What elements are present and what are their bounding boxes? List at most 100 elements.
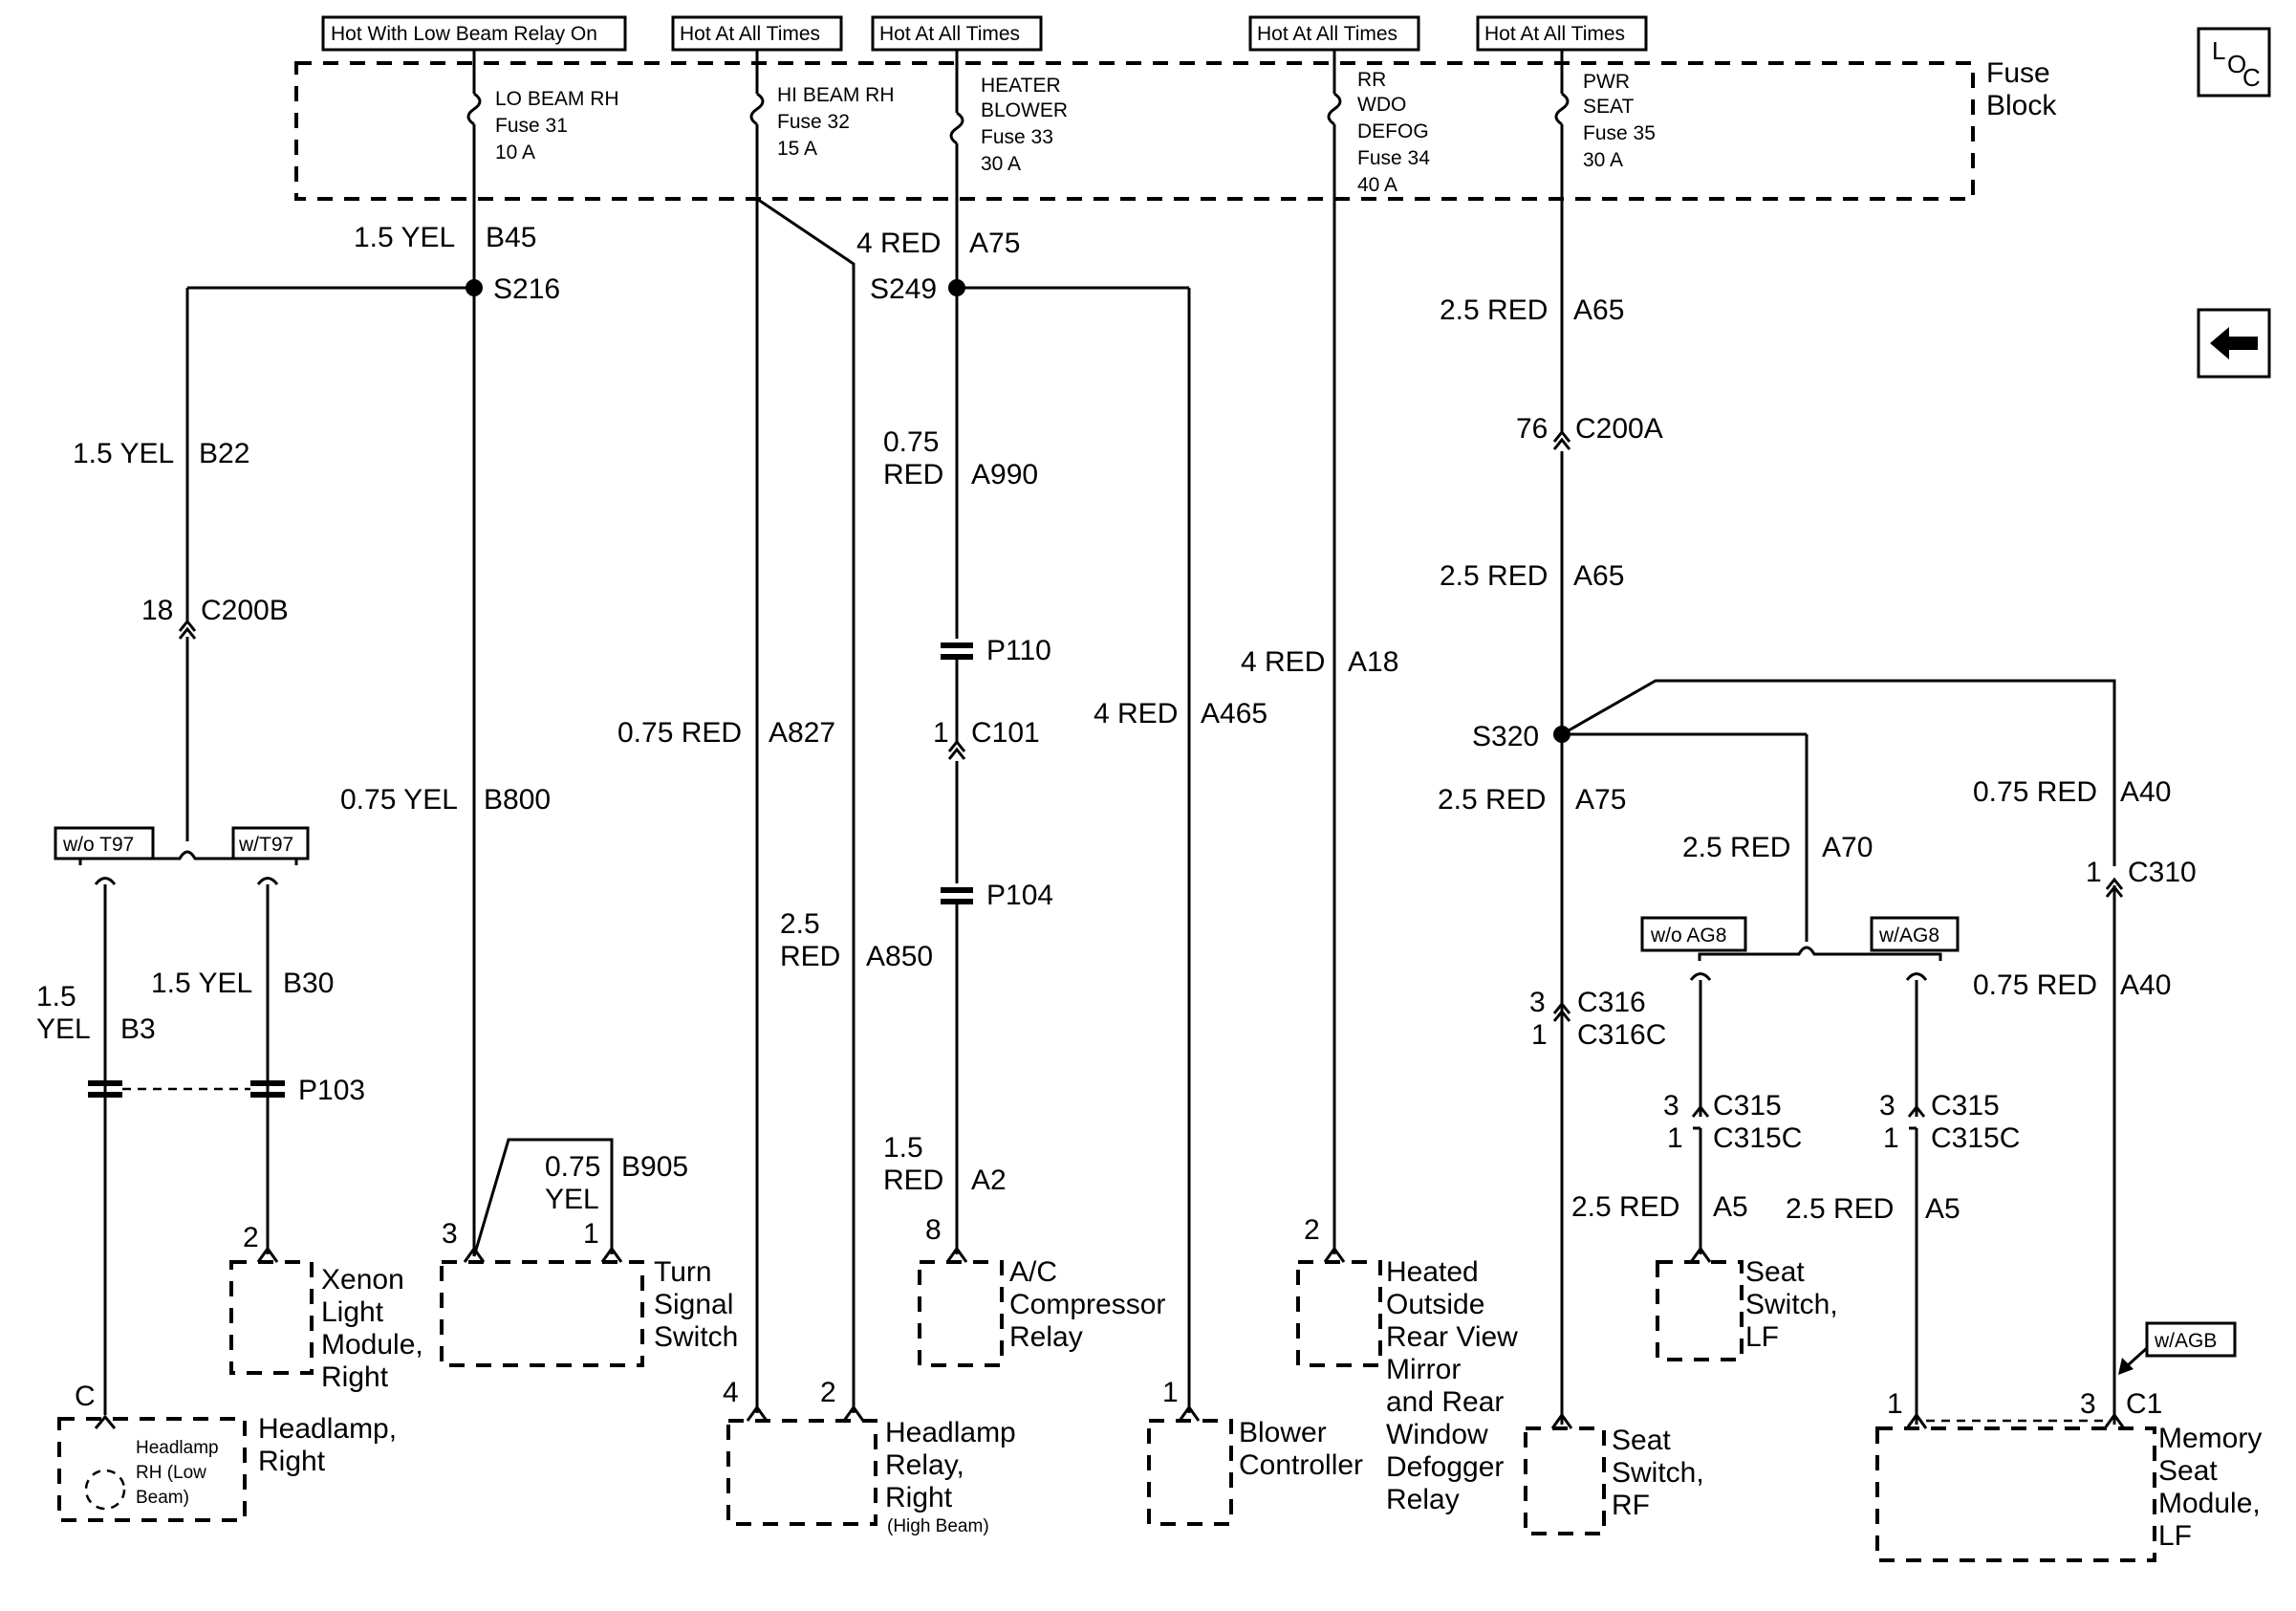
svg-text:HI BEAM RH: HI BEAM RH [777,84,895,106]
svg-text:Turn: Turn [654,1256,712,1288]
fuse-feed-wires [466,50,1570,145]
svg-text:A75: A75 [1575,784,1626,816]
svg-text:C: C [75,1381,96,1412]
svg-text:0.75 YEL: 0.75 YEL [340,784,458,816]
option-tag-w-agb: w/AGB [2145,1321,2237,1358]
svg-text:C315C: C315C [1931,1122,2020,1154]
svg-text:Hot At All Times: Hot At All Times [680,23,820,45]
fuse-35-label: PWR SEAT Fuse 35 30 A [1583,71,1656,171]
svg-text:1.5: 1.5 [36,981,76,1012]
splice-s249 [948,279,965,296]
svg-text:HEATER: HEATER [981,75,1061,97]
svg-text:A75: A75 [969,228,1020,259]
svg-text:Module,: Module, [321,1329,423,1361]
wire-label-a827: 0.75 RED A827 [617,717,835,749]
svg-text:A65: A65 [1573,294,1624,326]
svg-text:YEL: YEL [545,1184,599,1215]
pass-through-p110 [941,642,973,660]
svg-text:Beam): Beam) [136,1488,189,1508]
loc-icon[interactable]: L O C [2197,27,2271,98]
svg-text:2.5: 2.5 [780,908,820,940]
svg-text:B905: B905 [621,1151,688,1183]
svg-text:B45: B45 [486,222,536,253]
svg-text:Mirror: Mirror [1386,1354,1461,1385]
svg-text:A18: A18 [1348,646,1398,678]
svg-text:A990: A990 [971,459,1038,490]
svg-text:1.5: 1.5 [883,1132,923,1164]
svg-text:C1: C1 [2126,1388,2162,1420]
option-tag-w-t97: w/T97 [231,826,310,860]
svg-text:Fuse 35: Fuse 35 [1583,122,1656,144]
pass-through-label: P104 [986,880,1053,911]
svg-text:2.5 RED: 2.5 RED [1438,784,1546,816]
svg-text:Headlamp: Headlamp [136,1438,219,1458]
svg-text:Seat: Seat [1745,1256,1805,1288]
svg-text:10 A: 10 A [495,142,535,163]
svg-text:RR: RR [1357,69,1386,91]
svg-text:1: 1 [1883,1122,1899,1154]
option-tag-w-ag8: w/AG8 [1870,916,1960,952]
svg-text:A70: A70 [1822,832,1873,863]
fuse-32-label: HI BEAM RH Fuse 32 15 A [777,84,895,160]
svg-text:8: 8 [925,1214,942,1246]
memory-seat-module-lf: 1 Memory Seat Module, LF [1875,1388,2262,1562]
svg-text:1.5 YEL: 1.5 YEL [151,968,252,999]
svg-text:2: 2 [820,1377,836,1408]
svg-text:Relay,: Relay, [885,1449,964,1481]
svg-text:RF: RF [1612,1490,1650,1521]
svg-text:Light: Light [321,1296,384,1328]
svg-text:C: C [2242,63,2261,92]
svg-text:LF: LF [2158,1520,2192,1552]
svg-text:A2: A2 [971,1165,1007,1196]
svg-text:C315: C315 [1931,1090,2000,1121]
svg-text:Compressor: Compressor [1009,1289,1165,1320]
svg-text:4 RED: 4 RED [856,228,941,259]
svg-text:A40: A40 [2120,969,2171,1001]
svg-text:Fuse 33: Fuse 33 [981,126,1053,148]
svg-text:B30: B30 [283,968,334,999]
ac-compressor-relay: 8 A/C Compressor Relay [918,1214,1165,1367]
svg-text:30 A: 30 A [1583,149,1623,171]
fuse-block-label: Fuse [1986,57,2050,89]
svg-text:Hot At All Times: Hot At All Times [1484,23,1625,45]
svg-text:C101: C101 [971,717,1040,749]
svg-text:0.75 RED: 0.75 RED [1973,776,2097,808]
svg-text:Hot At All Times: Hot At All Times [1257,23,1397,45]
svg-text:1: 1 [2086,857,2102,888]
svg-text:2.5 RED: 2.5 RED [1571,1191,1679,1223]
svg-text:2.5 RED: 2.5 RED [1440,294,1548,326]
svg-text:LO BEAM RH: LO BEAM RH [495,88,619,110]
fuse-block-outline [294,61,1975,201]
option-arrow-icon [2118,1346,2149,1375]
svg-text:Module,: Module, [2158,1488,2261,1519]
svg-text:3: 3 [1529,987,1546,1018]
svg-text:C315C: C315C [1713,1122,1802,1154]
svg-text:Hot With Low Beam Relay On: Hot With Low Beam Relay On [331,23,597,45]
wire-network [78,124,2116,1425]
svg-text:0.75 RED: 0.75 RED [617,717,742,749]
back-arrow-icon[interactable] [2197,308,2271,379]
svg-text:RED: RED [780,941,840,972]
splice-label: S249 [870,273,937,305]
svg-text:L: L [2212,36,2225,65]
svg-text:40 A: 40 A [1357,174,1397,196]
svg-text:Switch: Switch [654,1321,738,1353]
svg-text:C200A: C200A [1575,413,1663,445]
svg-text:Seat: Seat [2158,1455,2218,1487]
svg-text:RH (Low: RH (Low [136,1463,206,1483]
svg-text:1: 1 [1162,1377,1179,1408]
svg-text:Headlamp: Headlamp [885,1417,1016,1448]
option-tag-wo-t97: w/o T97 [54,826,155,860]
svg-text:A827: A827 [769,717,835,749]
svg-text:3: 3 [442,1218,458,1250]
svg-text:and Rear: and Rear [1386,1386,1504,1418]
